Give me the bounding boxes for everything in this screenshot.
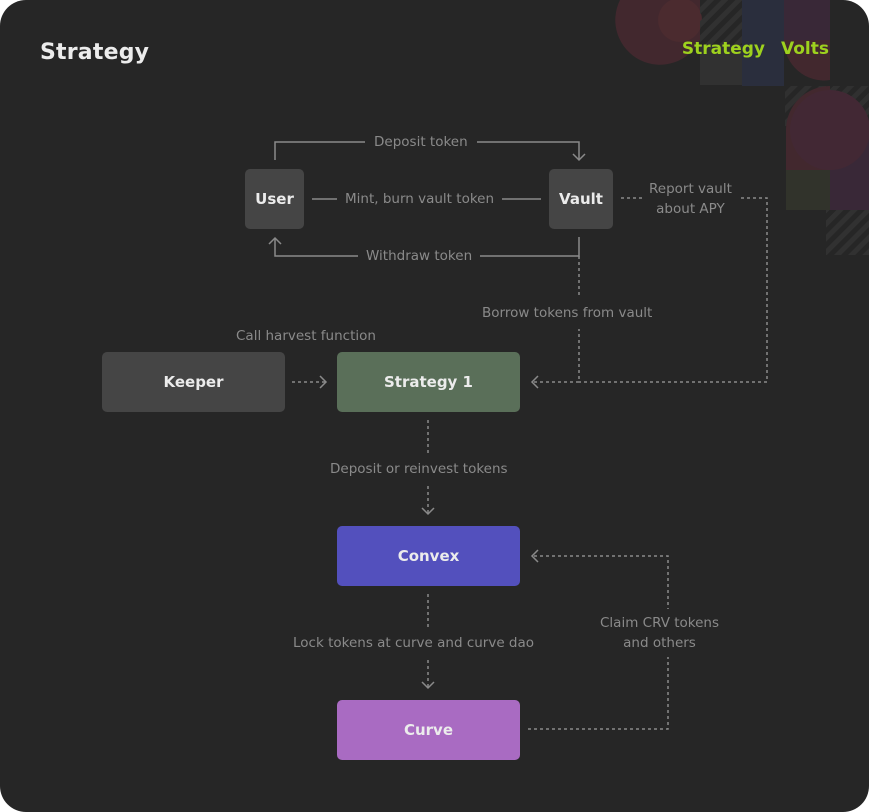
- label-borrow-tokens: Borrow tokens from vault: [474, 297, 661, 329]
- page-title: Strategy: [40, 40, 150, 65]
- node-vault: Vault: [549, 169, 613, 229]
- arrow-lock-tokens: [421, 681, 435, 690]
- arrow-borrow-tokens: [530, 375, 539, 389]
- node-keeper: Keeper: [102, 352, 285, 412]
- brand-word-volts: Volts: [781, 39, 829, 59]
- label-claim-crv: Claim CRV tokens and others: [592, 609, 728, 657]
- label-withdraw-token: Withdraw token: [358, 246, 481, 266]
- node-convex: Convex: [337, 526, 520, 586]
- arrow-call-harvest: [319, 375, 328, 389]
- label-report-vault: Report vault about APY: [643, 179, 738, 219]
- label-call-harvest: Call harvest function: [236, 328, 376, 344]
- label-mint-burn: Mint, burn vault token: [337, 189, 503, 209]
- arrow-claim-crv: [530, 549, 539, 563]
- label-claim-crv-line-1: Claim CRV tokens: [600, 615, 720, 631]
- arrow-deposit-token: [572, 153, 586, 162]
- label-report-vault-line-2: about APY: [656, 201, 725, 217]
- arrow-withdraw-token: [268, 236, 282, 245]
- edge-claim-crv: [528, 555, 669, 730]
- brand-word-strategy: Strategy: [681, 39, 766, 59]
- label-deposit-token: Deposit token: [365, 132, 477, 152]
- arrow-deposit-reinvest: [421, 507, 435, 516]
- node-user: User: [245, 169, 304, 229]
- label-deposit-reinvest: Deposit or reinvest tokens: [322, 453, 516, 485]
- node-strategy-1: Strategy 1: [337, 352, 520, 412]
- node-curve: Curve: [337, 700, 520, 760]
- label-lock-tokens: Lock tokens at curve and curve dao: [285, 627, 543, 659]
- brand-logo: Strategy Volts: [682, 39, 829, 59]
- label-report-vault-line-1: Report vault: [649, 181, 732, 197]
- label-claim-crv-line-2: and others: [623, 635, 696, 651]
